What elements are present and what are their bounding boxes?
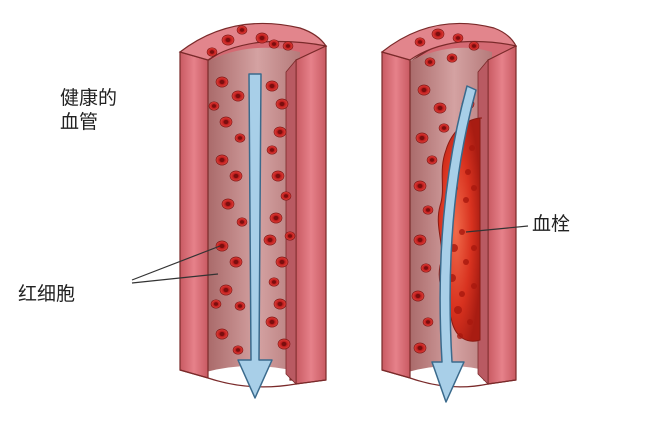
red-blood-cell xyxy=(431,28,445,40)
red-blood-cell xyxy=(219,284,233,296)
rbc-leader-line-2 xyxy=(131,273,219,284)
clot-speckle xyxy=(469,145,475,151)
clot-speckle xyxy=(471,185,477,191)
red-blood-cell xyxy=(215,328,229,340)
red-blood-cell xyxy=(231,90,245,102)
red-blood-cell xyxy=(415,132,429,144)
red-blood-cell xyxy=(452,33,464,43)
clotted-vessel-left-wall xyxy=(381,51,411,379)
healthy-vessel-label: 健康的 血管 xyxy=(60,86,117,134)
rbc-leader-line-1 xyxy=(131,245,221,281)
red-blood-cell xyxy=(420,263,432,273)
red-blood-cell xyxy=(282,41,294,51)
clot-speckle xyxy=(457,333,463,339)
red-blood-cell xyxy=(215,240,229,252)
red-blood-cell xyxy=(424,57,436,67)
red-blood-cells-label: 红细胞 xyxy=(18,283,76,305)
red-blood-cell xyxy=(236,25,248,35)
red-blood-cell xyxy=(268,39,280,49)
red-blood-cell xyxy=(215,76,229,88)
red-blood-cell xyxy=(413,234,427,246)
red-blood-cell xyxy=(219,116,233,128)
red-blood-cell xyxy=(414,37,426,47)
healthy-vessel-label-line2: 血管 xyxy=(60,111,99,133)
red-blood-cell xyxy=(236,217,248,227)
clot-speckle xyxy=(459,229,465,235)
clot-speckle xyxy=(465,169,471,175)
red-blood-cell xyxy=(417,84,431,96)
red-blood-cell xyxy=(468,41,480,51)
red-blood-cell xyxy=(446,53,458,63)
healthy-vessel-inner-right xyxy=(285,58,297,385)
red-blood-cell xyxy=(280,191,292,201)
red-blood-cell xyxy=(275,256,289,268)
red-blood-cell xyxy=(422,205,434,215)
red-blood-cell xyxy=(229,256,243,268)
red-blood-cell xyxy=(255,32,269,44)
red-blood-cell xyxy=(275,98,289,110)
red-blood-cell xyxy=(426,155,438,165)
red-blood-cell xyxy=(433,102,447,114)
red-blood-cell xyxy=(221,198,235,210)
red-blood-cell xyxy=(206,47,218,57)
clot-label: 血栓 xyxy=(532,213,571,235)
clot-speckle xyxy=(471,283,477,289)
red-blood-cell xyxy=(266,145,278,155)
red-blood-cell xyxy=(271,170,285,182)
clot-leader-line xyxy=(465,225,529,233)
clot-speckle xyxy=(471,245,477,251)
red-blood-cell xyxy=(208,101,220,111)
clotted-vessel-top-rim xyxy=(380,22,518,61)
red-blood-cell xyxy=(284,231,296,241)
red-blood-cell xyxy=(263,234,277,246)
red-blood-cell xyxy=(273,298,287,310)
red-blood-cell xyxy=(413,180,427,192)
clotted-flow-arrow xyxy=(431,85,477,403)
clotted-vessel-right-wall xyxy=(487,45,517,385)
red-blood-cell xyxy=(229,170,243,182)
healthy-red-cells xyxy=(206,25,296,355)
red-blood-cell xyxy=(413,342,427,354)
healthy-vessel xyxy=(178,22,328,399)
red-blood-cell xyxy=(234,133,246,143)
clot-speckle xyxy=(454,306,462,314)
red-blood-cell xyxy=(221,34,235,46)
healthy-vessel-label-line1: 健康的 xyxy=(60,87,118,109)
red-blood-cell xyxy=(438,123,450,133)
red-blood-cell xyxy=(268,277,280,287)
red-blood-cell xyxy=(265,316,279,328)
red-blood-cell xyxy=(422,317,434,327)
red-blood-cell xyxy=(277,338,291,350)
healthy-vessel-left-wall xyxy=(179,51,209,379)
red-blood-cell xyxy=(273,126,287,138)
clot-speckle xyxy=(463,259,469,265)
clotted-vessel xyxy=(380,22,518,403)
red-blood-cell xyxy=(269,212,283,224)
healthy-vessel-right-wall xyxy=(295,45,327,385)
red-blood-cell xyxy=(234,301,246,311)
clot-speckle xyxy=(459,291,465,297)
clot-speckle xyxy=(463,197,469,203)
leader-lines xyxy=(131,225,529,284)
clot-speckle xyxy=(467,319,473,325)
red-blood-cell xyxy=(215,154,229,166)
healthy-flow-arrow xyxy=(237,73,273,399)
red-blood-cell xyxy=(210,299,222,309)
red-blood-cell xyxy=(232,345,244,355)
red-blood-cell xyxy=(265,80,279,92)
red-blood-cell xyxy=(411,290,425,302)
